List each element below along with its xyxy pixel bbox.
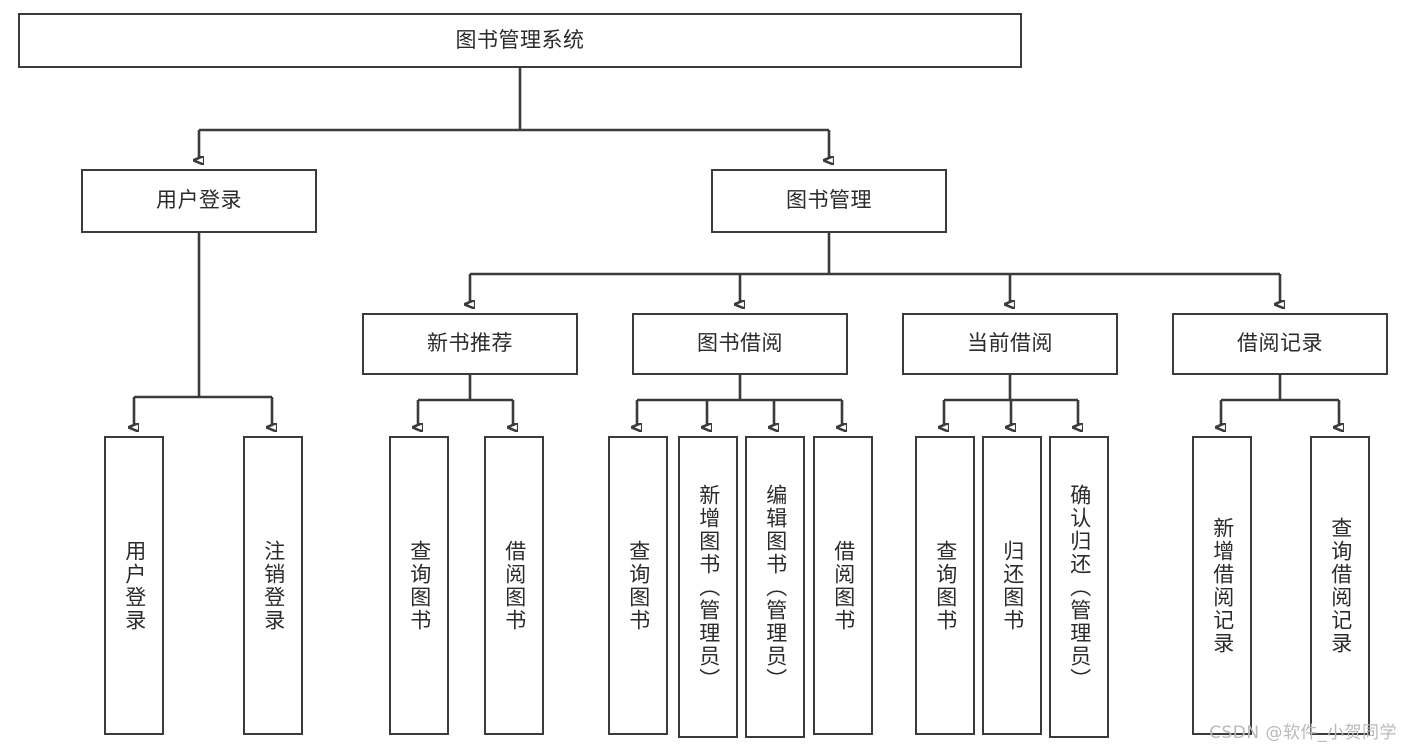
node-leaf-borrow-book-1-label: 借阅图书 [502,539,527,632]
node-leaf-add-book-label: 新增图书（管理员） [696,483,721,691]
node-user-login-label: 用户登录 [156,188,242,213]
node-leaf-add-book[interactable]: 新增图书（管理员） [678,436,738,738]
node-leaf-query-record-label: 查询借阅记录 [1328,516,1353,655]
node-book-management[interactable]: 图书管理 [711,169,947,233]
node-leaf-query-book-3[interactable]: 查询图书 [915,436,975,735]
node-leaf-query-book-3-label: 查询图书 [933,539,958,632]
node-current-borrow-label: 当前借阅 [967,331,1053,356]
node-leaf-query-book-1[interactable]: 查询图书 [389,436,449,735]
node-book-borrow-label: 图书借阅 [697,331,783,356]
node-leaf-edit-book-label: 编辑图书（管理员） [763,483,788,691]
node-leaf-logout-login-label: 注销登录 [261,539,286,632]
node-new-book-recommend-label: 新书推荐 [427,331,513,356]
node-leaf-user-login[interactable]: 用户登录 [104,436,164,735]
node-leaf-query-book-1-label: 查询图书 [407,539,432,632]
node-book-borrow[interactable]: 图书借阅 [632,313,848,375]
node-leaf-user-login-label: 用户登录 [122,539,147,632]
node-leaf-query-book-2[interactable]: 查询图书 [608,436,668,735]
node-leaf-borrow-book-1[interactable]: 借阅图书 [484,436,544,735]
node-user-login[interactable]: 用户登录 [81,169,317,233]
node-leaf-confirm-return-label: 确认归还（管理员） [1067,483,1092,691]
node-leaf-query-record[interactable]: 查询借阅记录 [1310,436,1370,735]
node-borrow-record[interactable]: 借阅记录 [1172,313,1388,375]
node-leaf-add-record-label: 新增借阅记录 [1210,516,1235,655]
watermark: CSDN @软件_小贺同学 [1209,723,1397,743]
node-root-label: 图书管理系统 [455,27,585,52]
node-leaf-confirm-return[interactable]: 确认归还（管理员） [1049,436,1109,738]
node-leaf-return-book-label: 归还图书 [1000,539,1025,632]
node-leaf-borrow-book-2-label: 借阅图书 [831,539,856,632]
node-leaf-query-book-2-label: 查询图书 [626,539,651,632]
node-root[interactable]: 图书管理系统 [18,13,1022,68]
node-book-management-label: 图书管理 [786,188,872,213]
node-leaf-return-book[interactable]: 归还图书 [982,436,1042,735]
node-leaf-borrow-book-2[interactable]: 借阅图书 [813,436,873,735]
node-current-borrow[interactable]: 当前借阅 [902,313,1118,375]
node-borrow-record-label: 借阅记录 [1237,331,1323,356]
node-leaf-edit-book[interactable]: 编辑图书（管理员） [745,436,805,738]
node-new-book-recommend[interactable]: 新书推荐 [362,313,578,375]
node-leaf-add-record[interactable]: 新增借阅记录 [1192,436,1252,735]
node-leaf-logout-login[interactable]: 注销登录 [243,436,303,735]
